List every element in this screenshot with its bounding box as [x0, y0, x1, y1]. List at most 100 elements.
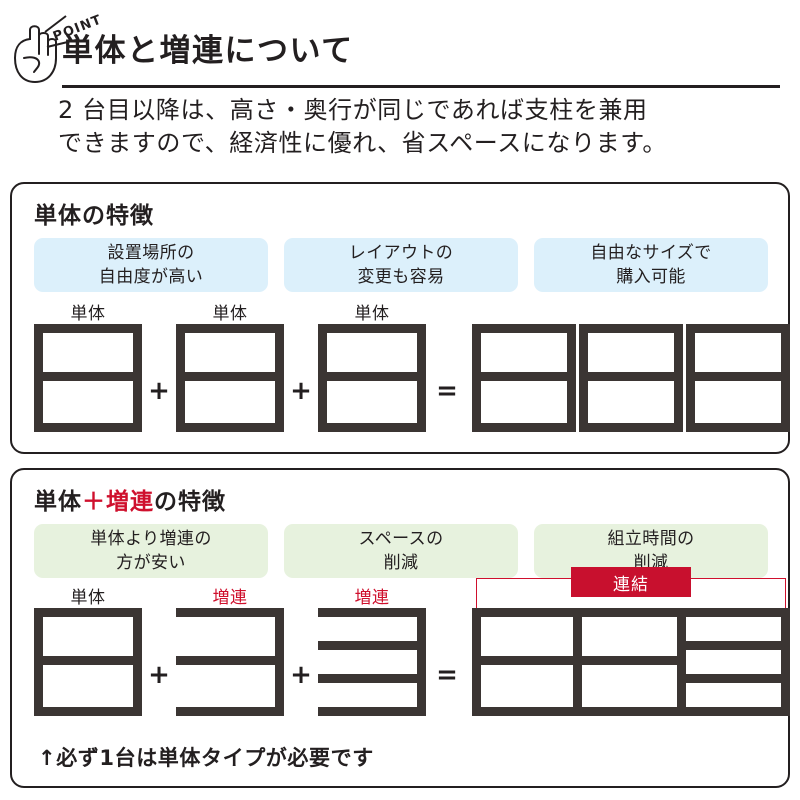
combo-operator-plus-2: +	[290, 660, 312, 690]
chip-combo-1-line1: 単体より増連の	[90, 529, 212, 549]
operator-equals: =	[436, 376, 458, 406]
combo-shelf-unit-1-label: 単体	[70, 588, 106, 608]
shelf-post-right	[781, 608, 790, 716]
panel-combo-title-part2: 増連	[106, 489, 154, 515]
header: POINT 単体と増連について 2 台目以降は、高さ・奥行が同じであれば支柱を兼…	[0, 0, 800, 172]
panel-combo-title-part1: 単体	[34, 489, 82, 515]
shelf-level-top	[176, 324, 284, 333]
shelf-level-top	[680, 608, 790, 617]
shelf-level-middle	[472, 656, 582, 665]
shelf-level-top	[472, 324, 576, 333]
chip-single-3-line1: 自由なサイズで	[590, 243, 712, 263]
shelf-level-bottom	[680, 707, 790, 716]
lead-paragraph: 2 台目以降は、高さ・奥行が同じであれば支柱を兼用 できますので、経済性に優れ、…	[58, 94, 798, 160]
shelf-level-top	[34, 608, 142, 617]
combo-shelf-unit-3-frame	[318, 608, 426, 716]
chip-combo-2: スペースの 削減	[284, 524, 518, 578]
shelf-level-bottom	[579, 423, 683, 432]
shelf-level-middle	[318, 372, 426, 381]
operator-plus-1: +	[148, 376, 170, 406]
page-title: 単体と増連について	[62, 33, 354, 69]
shelf-level-top	[34, 324, 142, 333]
shelf-result-group-linked: 連結	[472, 567, 790, 716]
linked-bay-3	[680, 608, 790, 716]
shelf-level-bottom	[686, 423, 790, 432]
shelf-level-middle	[472, 372, 576, 381]
shelf-unit-3: 単体	[318, 304, 426, 432]
panel-single-chip-list: 設置場所の 自由度が高い レイアウトの 変更も容易 自由なサイズで 購入可能	[34, 238, 768, 292]
shelf-level-2	[318, 641, 426, 650]
combo-shelf-unit-1-frame	[34, 608, 142, 716]
shelf-level-middle	[176, 656, 284, 665]
shelf-level-top	[686, 324, 790, 333]
combo-operator-equals: =	[436, 660, 458, 690]
pointing-hand-point-icon: POINT	[14, 12, 104, 83]
shelf-level-bottom	[176, 423, 284, 432]
chip-single-1: 設置場所の 自由度が高い	[34, 238, 268, 292]
shelf-level-top	[318, 324, 426, 333]
shelf-unit-1-frame	[34, 324, 142, 432]
result-bay-2	[579, 324, 683, 432]
panel-combo-title-part3: の特徴	[154, 489, 226, 515]
combo-shelf-unit-2: 増連	[176, 588, 284, 716]
shelf-level-top	[176, 608, 284, 617]
diagram-single-units: 単体 + 単体 +	[34, 302, 790, 432]
chip-single-2-line1: レイアウトの	[348, 243, 454, 263]
diagram-combo-units: 単体 + 増連 +	[34, 567, 790, 716]
panel-single-unit: 単体の特徴 設置場所の 自由度が高い レイアウトの 変更も容易 自由なサイズで …	[10, 182, 790, 454]
chip-combo-2-line2: 削減	[383, 553, 419, 573]
chip-combo-3-line1: 組立時間の	[607, 529, 695, 549]
shelf-level-middle	[176, 372, 284, 381]
chip-single-3: 自由なサイズで 購入可能	[534, 238, 768, 292]
shelf-unit-1: 単体	[34, 304, 142, 432]
combo-shelf-unit-1: 単体	[34, 588, 142, 716]
shelf-level-middle	[579, 372, 683, 381]
shelf-level-bottom	[318, 423, 426, 432]
shelf-post-right	[417, 608, 426, 716]
combo-shelf-unit-3: 増連	[318, 588, 426, 716]
shelf-level-3	[680, 674, 790, 683]
chip-combo-2-line1: スペースの	[358, 529, 444, 549]
panel-single-title: 単体の特徴	[34, 203, 154, 229]
shelf-level-3	[318, 674, 426, 683]
shelf-unit-2-label: 単体	[212, 304, 248, 324]
chip-combo-1-line2: 方が安い	[116, 553, 186, 573]
lead-line-1: 2 台目以降は、高さ・奥行が同じであれば支柱を兼用	[58, 96, 648, 124]
panel-combo-chip-list: 単体より増連の 方が安い スペースの 削減 組立時間の 削減	[34, 524, 768, 578]
shelf-level-bottom	[472, 423, 576, 432]
lead-line-2: できますので、経済性に優れ、省スペースになります。	[58, 129, 667, 157]
chip-single-2-line2: 変更も容易	[357, 267, 445, 287]
title-row: 単体と増連について	[62, 34, 786, 68]
shelf-level-middle	[34, 372, 142, 381]
operator-plus-2: +	[290, 376, 312, 406]
linked-bay-1	[472, 608, 582, 716]
chip-single-3-line2: 購入可能	[616, 267, 686, 287]
panel-combo-title: 単体＋増連の特徴	[34, 482, 226, 516]
shelf-level-bottom	[318, 707, 426, 716]
panel-combo-unit: 単体＋増連の特徴 単体より増連の 方が安い スペースの 削減 組立時間の 削減 …	[10, 468, 790, 788]
shelf-level-middle	[686, 372, 790, 381]
shelf-unit-2: 単体	[176, 304, 284, 432]
combo-operator-plus-1: +	[148, 660, 170, 690]
shelf-level-2	[680, 641, 790, 650]
link-badge: 連結	[571, 567, 691, 597]
chip-combo-1: 単体より増連の 方が安い	[34, 524, 268, 578]
result-bay-3	[686, 324, 790, 432]
panel-combo-title-plus: ＋	[82, 489, 106, 515]
shelf-unit-2-frame	[176, 324, 284, 432]
shelf-unit-3-label: 単体	[354, 304, 390, 324]
shelf-level-middle	[576, 656, 686, 665]
shelf-level-bottom	[472, 707, 582, 716]
linked-bay-2	[576, 608, 686, 716]
shelf-level-top	[472, 608, 582, 617]
shelf-level-bottom	[34, 707, 142, 716]
shelf-level-top	[576, 608, 686, 617]
title-underline	[62, 85, 780, 88]
combo-foot-note: ↑必ず1台は単体タイプが必要です	[38, 746, 374, 770]
shelf-level-middle	[34, 656, 142, 665]
shelf-unit-3-frame	[318, 324, 426, 432]
result-bay-1	[472, 324, 576, 432]
shelf-result-group-single	[472, 324, 790, 432]
chip-single-1-line1: 設置場所の	[107, 243, 195, 263]
